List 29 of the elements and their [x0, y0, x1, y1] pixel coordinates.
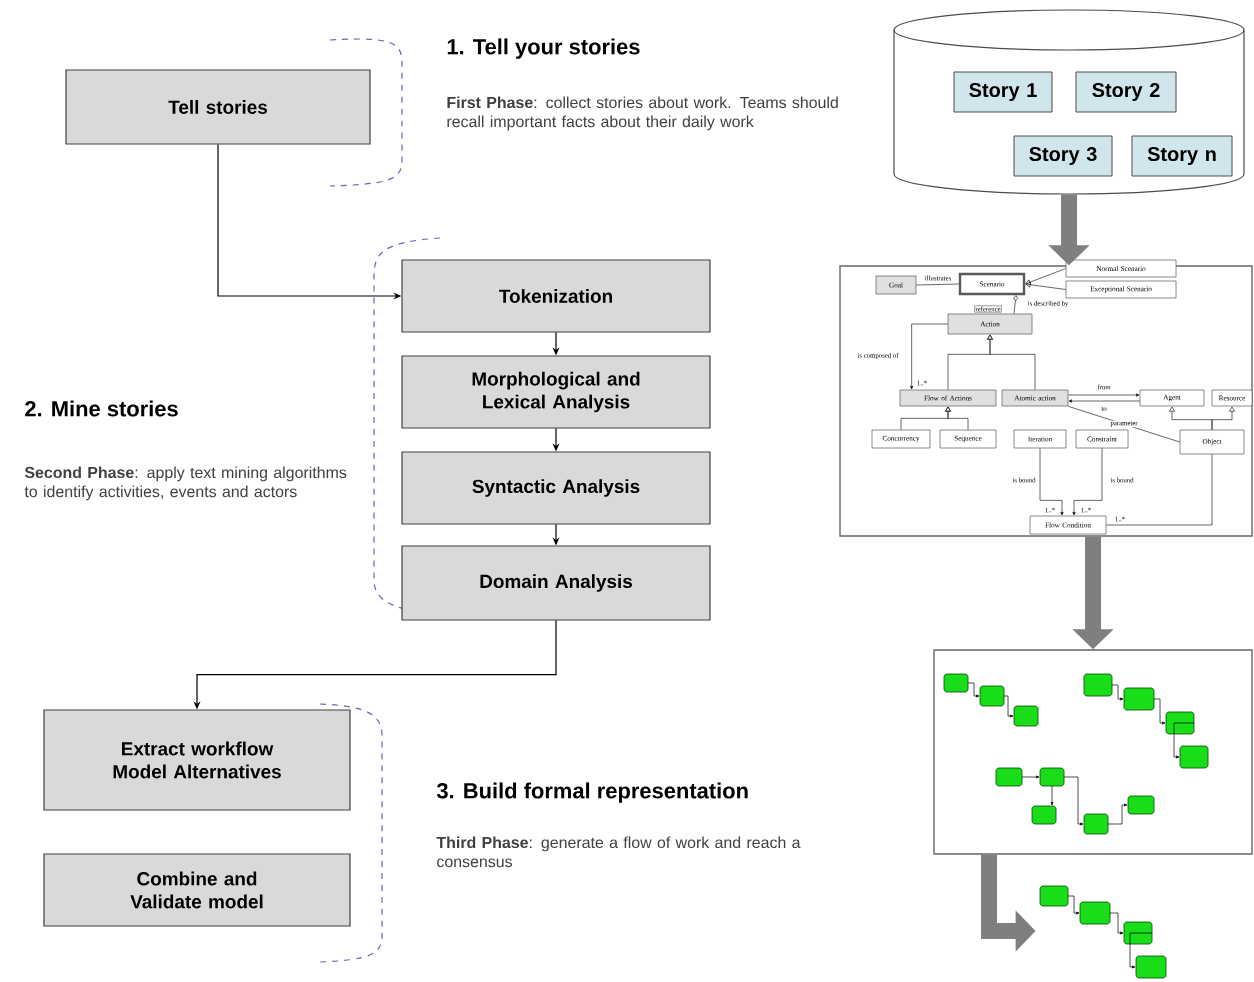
process-box: Tokenization [401, 259, 711, 333]
process-box: Morphological and Lexical Analysis [401, 355, 711, 429]
process-box: Syntactic Analysis [401, 451, 711, 525]
process-box: Tell stories [65, 69, 371, 145]
phase-heading: 1. Tell your stories [447, 38, 640, 59]
process-box: Extract workflow Model Alternatives [43, 709, 351, 811]
association-line [1068, 393, 1140, 397]
phase-heading: 2. Mine stories [25, 400, 178, 417]
process-box: Domain Analysis [401, 545, 711, 621]
association-line [987, 334, 1036, 390]
association-line [1072, 448, 1103, 516]
association-line [1013, 295, 1018, 314]
association-line [1025, 281, 1066, 290]
association-line [1106, 454, 1213, 526]
phase-heading: 3. Build formal representation [436, 782, 748, 803]
workflow-drawing [1039, 885, 1167, 979]
association-line [1068, 406, 1180, 443]
story-document: Story 1 [953, 71, 1053, 113]
story-document: Story n [1131, 135, 1233, 177]
association-line [1025, 268, 1066, 285]
story-document: Story 2 [1075, 71, 1177, 113]
association-line [1068, 399, 1140, 403]
association-line [945, 406, 969, 430]
association-line [916, 283, 960, 286]
process-box: Combine and Validate model [43, 853, 351, 927]
story-document: Story 3 [1013, 135, 1113, 177]
association-line [1039, 448, 1064, 516]
association-line [910, 323, 948, 390]
association-line [1211, 406, 1235, 430]
